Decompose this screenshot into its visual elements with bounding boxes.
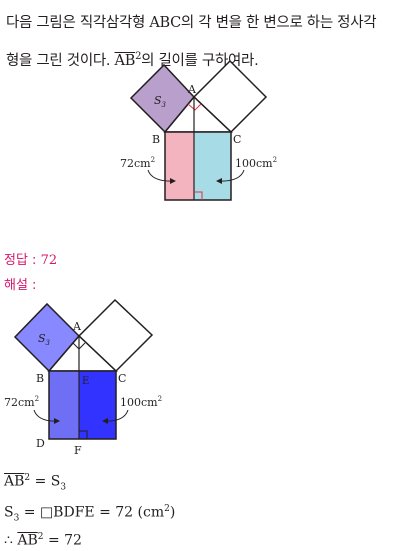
right-angle-mark-a	[187, 103, 202, 111]
label-s3-2: S3	[38, 332, 51, 347]
math-ab-1: AB	[4, 473, 25, 490]
answer-line: 정답 : 72	[4, 249, 57, 268]
label-a-2: A	[72, 320, 82, 333]
math-line-1: AB2 = S3	[4, 473, 66, 492]
math-line-3: ∴ AB2 = 72	[4, 532, 82, 549]
rect-right-cyan	[194, 132, 231, 200]
right-arrowhead-2	[102, 418, 108, 424]
rect-bdfe	[49, 371, 79, 439]
math-rest-2: = □BDFE = 72 (cm	[19, 504, 165, 521]
solution-label: 해설 :	[4, 278, 37, 293]
math-sq-1: 2	[24, 473, 31, 483]
label-a: A	[187, 83, 197, 96]
label-c-2: C	[118, 372, 126, 385]
left-area-label: 72cm2	[120, 156, 155, 170]
rect-ecgf	[79, 371, 116, 439]
math-end-2: )	[169, 504, 176, 521]
math-s-2: S	[4, 504, 14, 521]
label-b-2: B	[36, 372, 44, 385]
squared-mark: 2	[135, 51, 142, 62]
square-bc-2	[48, 370, 117, 440]
label-b: B	[152, 133, 160, 146]
left-arrowhead-2	[54, 418, 60, 424]
math-exp-2: 2	[164, 504, 170, 514]
answer-label: 정답 :	[4, 253, 41, 268]
rect-left-pink	[165, 132, 194, 200]
segment-ab: AB	[114, 52, 136, 69]
label-s3: S3	[154, 94, 167, 109]
math-sq-3: 2	[37, 532, 44, 542]
label-f: F	[74, 444, 82, 457]
question-part3: 형을 그린 것이다.	[6, 52, 115, 69]
math-eq-1: = S	[30, 473, 61, 490]
right-angle-mark-f	[194, 191, 203, 200]
math-sub-2: 3	[13, 513, 20, 524]
right-area-label-2: 100cm2	[120, 395, 162, 409]
question-part2: 의 각 변을 한 변으로 하는 정사각	[180, 15, 377, 31]
math-line-2: S3 = □BDFE = 72 (cm2)	[4, 504, 175, 523]
answer-value: 72	[40, 253, 58, 268]
math-ab-3: AB	[17, 532, 38, 549]
question-part1: 다음 그림은 직각삼각형	[6, 15, 150, 31]
left-arrowhead	[170, 178, 176, 184]
math-eq-3: = 72	[43, 532, 82, 549]
right-angle-mark-f-2	[79, 430, 88, 439]
math-sub-1: 3	[60, 482, 67, 493]
right-arrowhead	[216, 178, 222, 184]
label-c: C	[233, 133, 241, 146]
math-therefore: ∴	[4, 532, 18, 549]
figure-2: A B C D E F S3 72cm2 100cm2	[4, 298, 162, 457]
label-d: D	[36, 437, 45, 450]
square-bc	[164, 131, 232, 201]
triangle-label: ABC	[149, 15, 181, 31]
figure-1: A B C S3 72cm2 100cm2	[120, 59, 277, 201]
label-e: E	[82, 376, 89, 387]
left-area-label-2: 72cm2	[4, 395, 39, 409]
right-area-label: 100cm2	[235, 156, 277, 170]
